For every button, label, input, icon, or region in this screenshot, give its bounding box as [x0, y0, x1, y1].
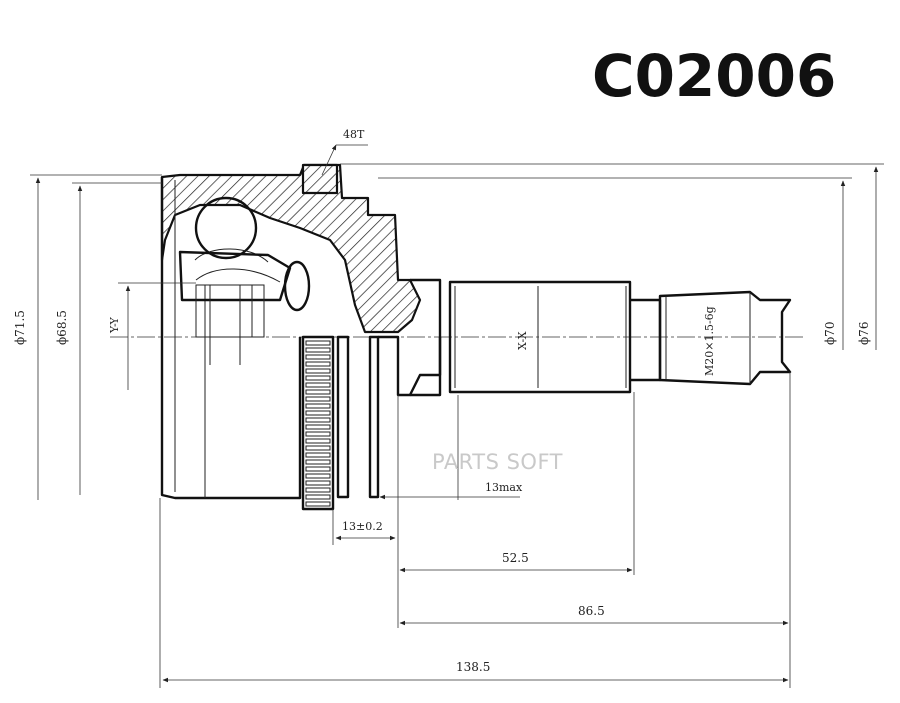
abs-tooth [305, 410, 331, 416]
abs-tooth [305, 459, 331, 465]
abs-tooth [305, 417, 331, 423]
abs-tooth [305, 368, 331, 374]
part-number-title: C02006 [592, 42, 836, 110]
abs-tooth [305, 494, 331, 500]
thread-label: M20×1.5-6g [703, 306, 716, 376]
teeth-label: 48T [343, 128, 365, 141]
abs-tooth [305, 375, 331, 381]
len138-label: 138.5 [456, 660, 490, 674]
abs-tooth [305, 424, 331, 430]
abs-tooth [305, 473, 331, 479]
abs-tooth [305, 452, 331, 458]
abs-tooth [305, 445, 331, 451]
len86-label: 86.5 [578, 604, 605, 618]
abs-tooth [305, 487, 331, 493]
watermark: PARTS SOFT [432, 450, 563, 474]
cage-ball [194, 196, 258, 260]
spline-shaft [448, 280, 632, 394]
spline-hub [195, 284, 265, 338]
abs-tooth [305, 501, 331, 507]
len52-label: 52.5 [502, 551, 529, 565]
d70-label: ϕ70 [823, 322, 837, 345]
d71-label: ϕ71.5 [13, 310, 27, 345]
abs-tooth [305, 396, 331, 402]
abs-tooth [305, 403, 331, 409]
inner-race-lobe [283, 260, 311, 312]
yy-label: Y-Y [108, 316, 121, 334]
abs-tooth [305, 480, 331, 486]
collar-section [301, 163, 339, 195]
d76-label: ϕ76 [857, 322, 871, 345]
abs-tooth [305, 389, 331, 395]
abs-tooth [305, 438, 331, 444]
d68-label: ϕ68.5 [55, 310, 69, 345]
abs-ring [301, 335, 380, 511]
abs-tooth [305, 347, 331, 353]
teeth-leader [321, 144, 337, 176]
thread-section [658, 290, 792, 386]
bell-housing-outline [160, 177, 302, 500]
abs-tooth [305, 340, 331, 346]
shaft-step [630, 298, 662, 382]
xx-label: X-X [516, 331, 529, 350]
abs-tooth [305, 382, 331, 388]
abs-tooth [305, 361, 331, 367]
tol13-label: 13±0.2 [342, 520, 383, 533]
ball-track [194, 248, 281, 283]
flange-lower [378, 335, 442, 397]
abs-tooth [305, 466, 331, 472]
shaft-neck [410, 278, 442, 397]
abs-tooth [305, 354, 331, 360]
max13-label: 13max [485, 481, 523, 494]
abs-tooth [305, 431, 331, 437]
